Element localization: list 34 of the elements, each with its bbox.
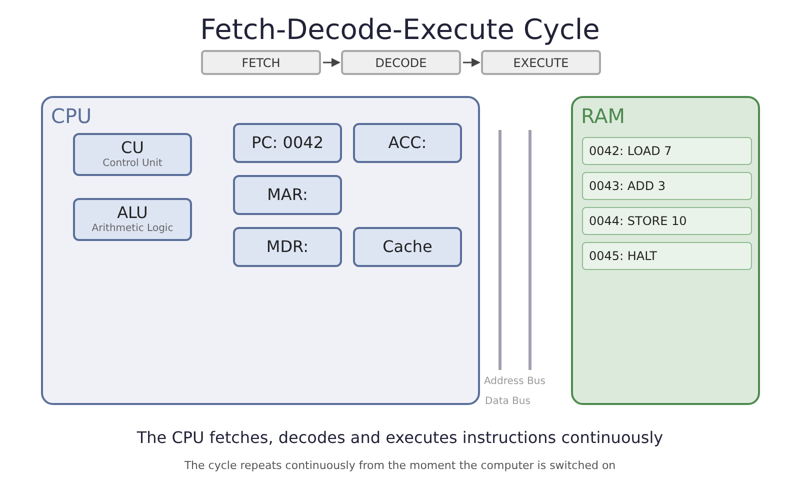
unit-name: MDR: xyxy=(266,237,309,257)
register-box xyxy=(233,227,342,267)
bus-label: Data Bus xyxy=(485,395,530,409)
unit-name: ALU xyxy=(117,203,148,223)
unit-description: Arithmetic Logic xyxy=(92,223,174,236)
ram-panel xyxy=(571,96,760,405)
register-box xyxy=(233,123,342,163)
memory-row: 0042: LOAD 7 xyxy=(582,137,752,165)
memory-row: 0045: HALT xyxy=(582,242,752,270)
memory-row: 0043: ADD 3 xyxy=(582,172,752,200)
panel-heading: CPU xyxy=(51,106,92,126)
unit-name: CU xyxy=(121,138,144,158)
register-box xyxy=(73,198,192,241)
register-box xyxy=(73,133,192,176)
panel-heading: RAM xyxy=(581,106,626,126)
unit-name: MAR: xyxy=(267,185,308,205)
step-button: EXECUTE xyxy=(481,50,601,75)
memory-row: 0044: STORE 10 xyxy=(582,207,752,235)
bus-label: Address Bus xyxy=(484,375,546,389)
diagram-title: Fetch-Decode-Execute Cycle xyxy=(200,16,600,44)
register-box xyxy=(353,123,462,163)
caption: The CPU fetches, decodes and executes instructions continuously xyxy=(136,427,664,449)
cpu-panel xyxy=(41,96,480,405)
unit-name: PC: 0042 xyxy=(251,133,324,153)
unit-description: Control Unit xyxy=(102,158,162,171)
footnote: The cycle repeats continuously from the moment the computer is switched on xyxy=(183,458,617,474)
unit-name: Cache xyxy=(382,237,432,257)
register-box xyxy=(233,175,342,215)
register-box xyxy=(353,227,462,267)
unit-name: ACC: xyxy=(388,133,427,153)
arrow xyxy=(323,58,340,67)
step-button: DECODE xyxy=(341,50,461,75)
step-button: FETCH xyxy=(201,50,321,75)
arrow xyxy=(463,58,480,67)
